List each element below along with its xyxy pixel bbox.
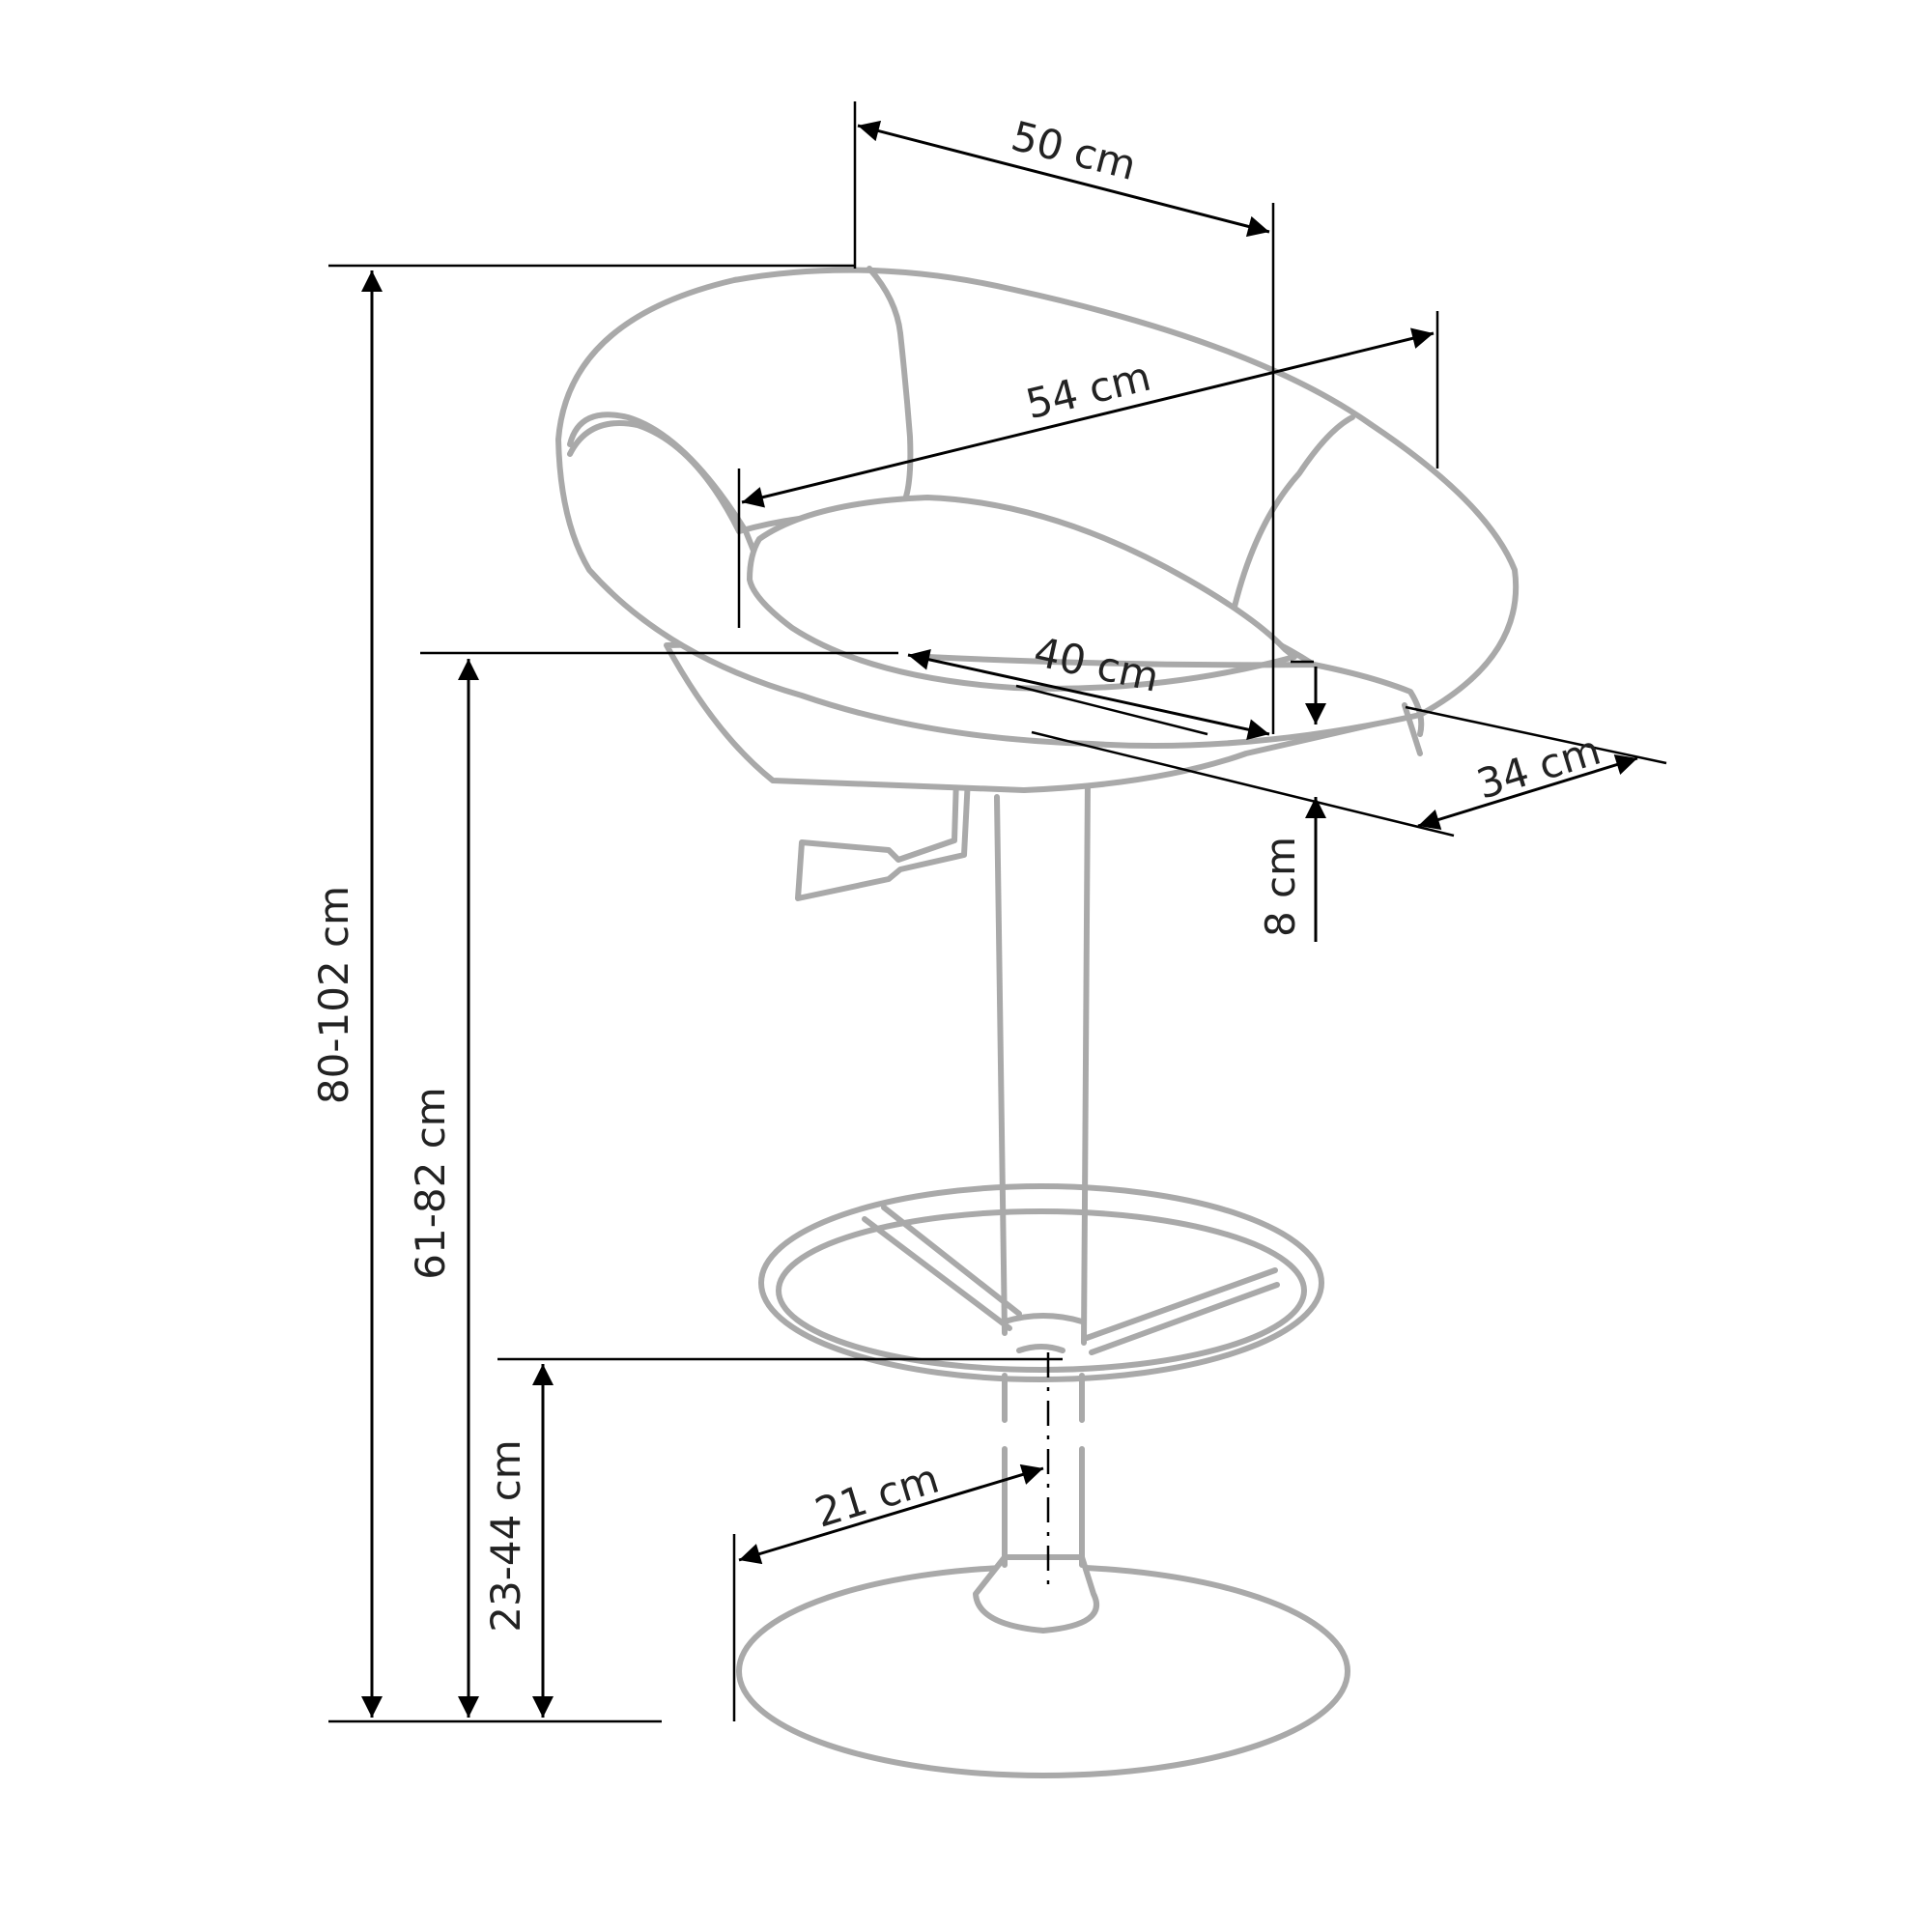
stool-gas-lever bbox=[795, 776, 971, 901]
seat-depth-ext-inner bbox=[1015, 684, 1208, 736]
stool-footrest-ring bbox=[758, 1183, 1324, 1382]
seat-depth-arrow bbox=[907, 648, 1270, 741]
base-radius-arrow bbox=[738, 1463, 1044, 1565]
inner-depth-ext-left bbox=[1031, 730, 1455, 838]
inner-depth-arrow bbox=[1417, 753, 1638, 831]
stool-upper-pole bbox=[994, 778, 1091, 1346]
stool-outline bbox=[555, 266, 1520, 1778]
stool-footrest-spokes bbox=[862, 1205, 1280, 1355]
label-inner-depth: 34 cm bbox=[1471, 726, 1605, 809]
backrest-width-arrow bbox=[857, 120, 1270, 238]
label-backrest-width: 50 cm bbox=[1007, 112, 1141, 189]
stool-base-collar bbox=[973, 1554, 1100, 1634]
label-seat-height: 61-82 cm bbox=[407, 1087, 454, 1279]
stool-lower-pole bbox=[1002, 1373, 1085, 1568]
stool-footrest-ring-inner bbox=[776, 1208, 1307, 1373]
inner-depth-ext-right bbox=[1405, 705, 1667, 765]
label-total-height: 80-102 cm bbox=[310, 886, 357, 1104]
stool-footrest-hub bbox=[1002, 1313, 1085, 1353]
label-seat-thickness: 8 cm bbox=[1257, 837, 1304, 937]
dimension-lines bbox=[328, 101, 1667, 1723]
label-base-radius: 21 cm bbox=[810, 1455, 944, 1537]
label-footrest-height: 23-44 cm bbox=[482, 1439, 529, 1632]
dimension-labels: 80-102 cm 61-82 cm 23-44 cm 50 cm 54 cm … bbox=[310, 112, 1605, 1633]
stool-seat-front-seam bbox=[1402, 702, 1423, 756]
stool-left-cushion bbox=[567, 412, 758, 558]
seat-width-arrow bbox=[741, 327, 1435, 508]
